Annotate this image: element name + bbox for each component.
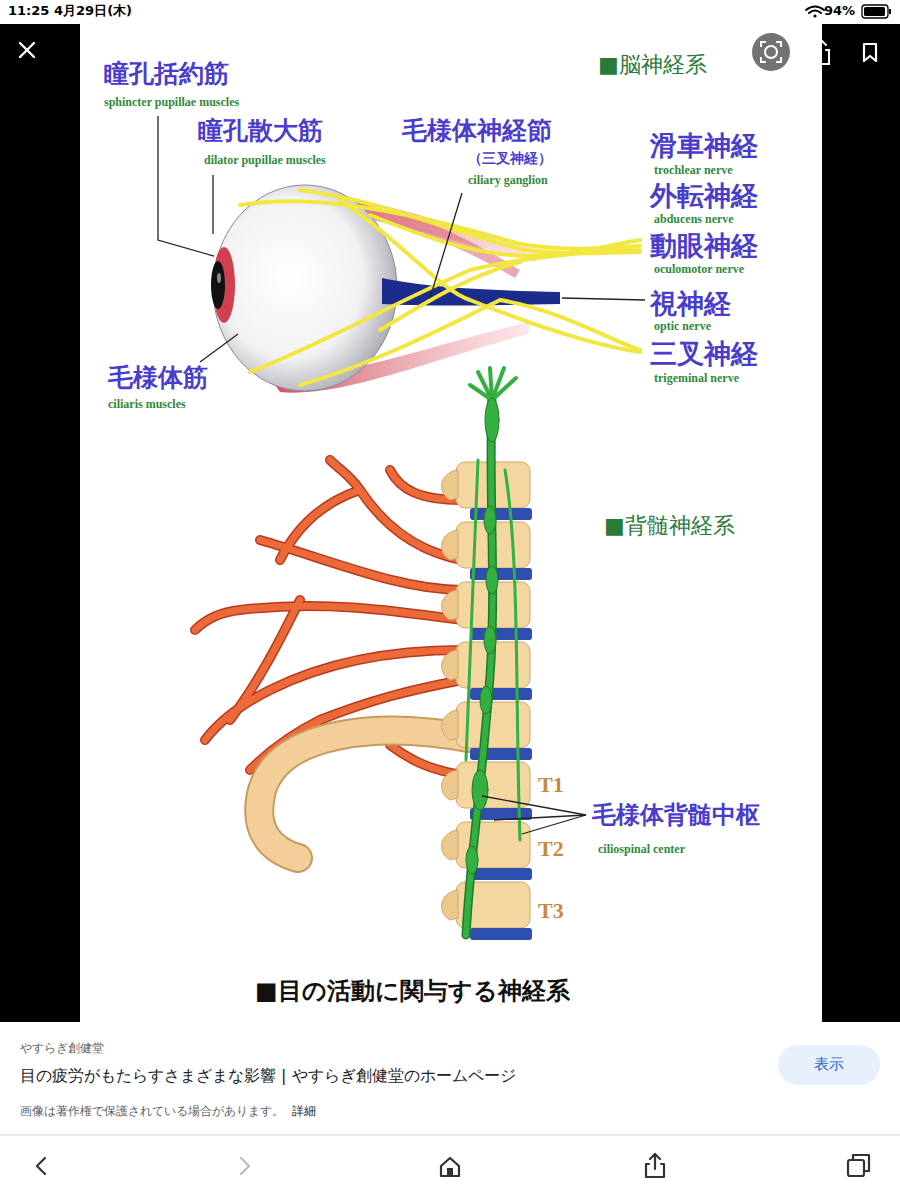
english-label: trochlear nerve: [654, 164, 733, 178]
vertebra-process: [442, 530, 458, 560]
intervertebral-disc: [470, 688, 532, 700]
vertebra-process: [442, 710, 458, 740]
intervertebral-disc: [470, 568, 532, 580]
divider: [0, 1135, 900, 1136]
vertebra-process: [442, 830, 458, 860]
part-label: 瞳孔括約筋: [104, 60, 229, 89]
intervertebral-disc: [470, 508, 532, 520]
vertebra-number: T3: [538, 898, 564, 923]
part-label: 滑車神経: [650, 130, 758, 161]
bookmark-icon: [864, 44, 876, 61]
english-label: ciliaris muscles: [108, 398, 186, 412]
intervertebral-disc: [470, 928, 532, 940]
sympathetic-chain: [466, 368, 520, 935]
section-heading: ■脳神経系: [598, 52, 707, 77]
part-label: 三叉神経: [650, 338, 758, 369]
intervertebral-disc: [470, 628, 532, 640]
source-site: やすらぎ創健堂: [20, 1042, 104, 1056]
status-time: 11:25: [8, 4, 49, 19]
vertebra-process: [442, 590, 458, 620]
english-label: trigeminal nerve: [654, 372, 739, 386]
view-button: 表示: [778, 1045, 880, 1085]
viewer-ground: [0, 24, 900, 1022]
vertebra-process: [442, 650, 458, 680]
english-label: optic nerve: [654, 320, 711, 334]
part-label: 動眼神経: [650, 230, 758, 261]
part-label: （三叉神経）: [468, 150, 552, 166]
status-battery: 94%: [824, 4, 855, 19]
status-bar: [0, 0, 900, 24]
english-label: sphincter pupillae muscles: [104, 96, 239, 110]
lens-icon: [752, 33, 790, 71]
vertebra-number: T1: [538, 772, 564, 797]
copyright-note: 画像は著作権で保護されている場合があります。: [20, 1105, 284, 1119]
rib: [259, 731, 468, 858]
vertebra-number: T2: [538, 836, 564, 861]
status-date: 4月29日(木): [54, 4, 132, 19]
leader-lines: [158, 116, 645, 362]
page-title: 目の疲労がもたらすさまざまな影響 | やすらぎ創健堂のホームページ: [20, 1067, 516, 1085]
part-label: 毛様体筋: [108, 364, 208, 393]
part-label: 毛様体神経節: [402, 117, 552, 146]
english-label: abducens nerve: [654, 213, 734, 227]
toolbar-icons: [37, 1154, 869, 1177]
battery-icon: [862, 5, 891, 18]
nerve-bundle: [240, 190, 640, 385]
info-panel: [0, 1022, 900, 1200]
figure-caption: ■目の活動に関与する神経系: [255, 978, 570, 1006]
leader-lines: [482, 796, 586, 834]
english-label: ciliospinal center: [598, 843, 685, 857]
vertebra-process: [442, 770, 458, 800]
button-label: 表示: [814, 1056, 844, 1073]
section-heading: ■背髄神経系: [604, 513, 735, 538]
english-label: dilator pupillae muscles: [204, 154, 326, 168]
part-label: 視神経: [650, 288, 731, 319]
part-label: 瞳孔散大筋: [198, 117, 323, 146]
part-label: 毛様体背髄中枢: [592, 802, 760, 830]
english-label: oculomotor nerve: [654, 263, 744, 277]
eye-illustration: [211, 185, 560, 393]
details-link: 詳細: [292, 1105, 316, 1119]
wifi-icon: [806, 7, 824, 18]
vertebra-process: [442, 890, 458, 920]
vertebra-process: [442, 470, 458, 500]
intervertebral-disc: [470, 868, 532, 880]
vertebrae: [442, 462, 532, 940]
english-label: ciliary ganglion: [468, 174, 548, 188]
part-label: 外転神経: [650, 180, 758, 211]
share-icon: [812, 40, 829, 65]
image-ground: [80, 24, 822, 1022]
close-icon: [20, 43, 34, 57]
